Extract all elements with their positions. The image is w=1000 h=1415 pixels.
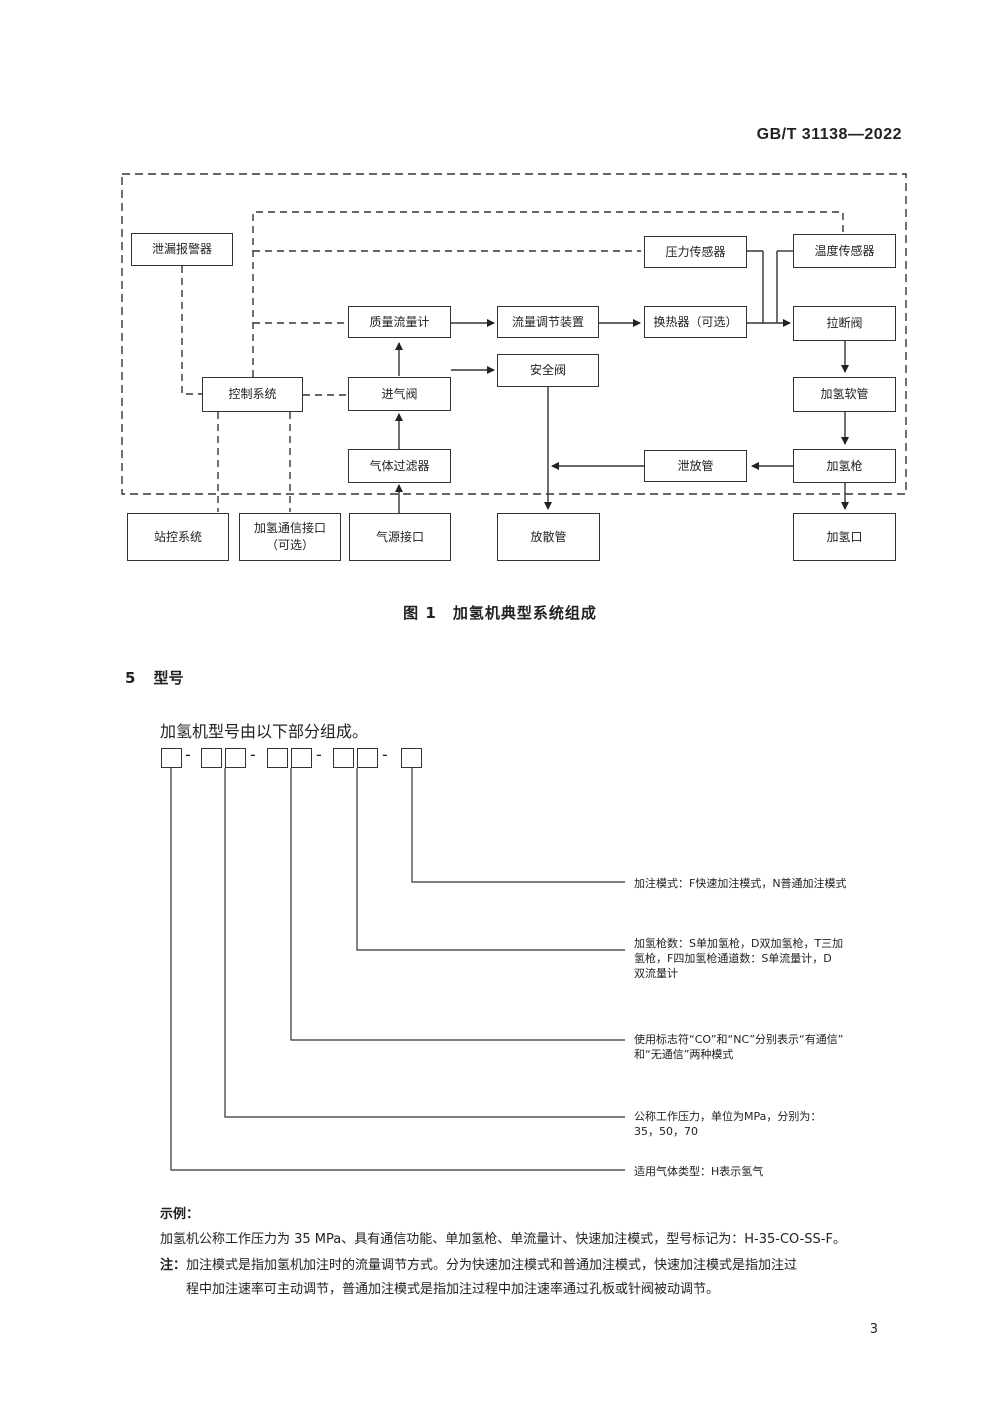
signal-line-temp — [252, 211, 844, 377]
comm-interface-box: 加氢通信接口 （可选） — [239, 513, 341, 561]
example-label: 示例： — [160, 1207, 200, 1222]
note-label: 注： — [160, 1258, 187, 1273]
leak-alarm-box: 泄漏报警器 — [131, 233, 233, 266]
code-box-comm-2 — [291, 748, 312, 768]
safety-valve-box: 安全阀 — [497, 354, 599, 387]
gas-source-interface-box: 气源接口 — [349, 513, 451, 561]
section-title: 型号 — [153, 669, 184, 687]
desc-pressure: 公称工作压力，单位为MPa，分别为： 35，50，70 — [634, 1109, 821, 1139]
control-system-box: 控制系统 — [202, 377, 303, 412]
standard-number: GB/T 31138—2022 — [756, 126, 902, 143]
comm-interface-optional-label: （可选） — [265, 538, 314, 552]
signal-line-leak — [181, 266, 202, 395]
gas-filter-box: 气体过滤器 — [348, 449, 451, 483]
model-intro: 加氢机型号由以下部分组成。 — [160, 722, 369, 741]
hydrogen-hose-box: 加氢软管 — [793, 377, 896, 412]
mass-flowmeter-box: 质量流量计 — [348, 306, 451, 338]
desc-gas-type: 适用气体类型：H表示氢气 — [634, 1165, 764, 1178]
heat-exchanger-box: 换热器（可选） — [644, 306, 747, 338]
desc-line: 35，50，70 — [634, 1125, 698, 1138]
comm-interface-label: 加氢通信接口 — [253, 521, 326, 535]
pressure-sensor-box: 压力传感器 — [644, 236, 747, 268]
desc-line: 和“无通信”两种模式 — [634, 1048, 734, 1061]
dispenser-boundary — [121, 173, 907, 495]
vent-pipe-box: 泄放管 — [644, 450, 747, 482]
inlet-valve-box: 进气阀 — [348, 377, 451, 411]
station-control-box: 站控系统 — [127, 513, 229, 561]
example-text: 加氢机公称工作压力为 35 MPa、具有通信功能、单加氢枪、单流量计、快速加注模… — [160, 1232, 846, 1247]
code-separator: - — [250, 745, 256, 764]
desc-nozzle-count: 加氢枪数：S单加氢枪，D双加氢枪，T三加 氢枪，F四加氢枪通道数：S单流量计，D… — [634, 936, 843, 981]
temperature-sensor-box: 温度传感器 — [793, 234, 896, 268]
desc-line: 双流量计 — [634, 967, 678, 980]
note-line-1: 加注模式是指加氢机加注时的流量调节方式。分为快速加注模式和普通加注模式，快速加注… — [186, 1258, 798, 1273]
nozzle-box: 加氢枪 — [793, 449, 896, 483]
note-line-2: 程中加注速率可主动调节，普通加注模式是指加注过程中加注速率通过孔板或针阀被动调节… — [186, 1282, 720, 1297]
breakaway-valve-box: 拉断阀 — [793, 306, 896, 341]
code-box-comm-1 — [267, 748, 288, 768]
code-box-pressure-2 — [225, 748, 246, 768]
desc-line: 使用标志符“CO”和“NC”分别表示“有通信” — [634, 1033, 844, 1046]
refueling-port-box: 加氢口 — [793, 513, 896, 561]
flow-regulator-box: 流量调节装置 — [497, 306, 599, 338]
figure-connectors — [121, 173, 907, 513]
code-box-nozzles-1 — [333, 748, 354, 768]
section-number: 5 — [125, 669, 136, 687]
code-box-nozzles-2 — [357, 748, 378, 768]
desc-fill-mode: 加注模式：F快速加注模式，N普通加注模式 — [634, 877, 847, 890]
desc-line: 氢枪，F四加氢枪通道数：S单流量计，D — [634, 952, 832, 965]
code-separator: - — [382, 745, 388, 764]
desc-communication: 使用标志符“CO”和“NC”分别表示“有通信” 和“无通信”两种模式 — [634, 1032, 843, 1062]
desc-line: 加氢枪数：S单加氢枪，D双加氢枪，T三加 — [634, 937, 844, 950]
figure-caption: 图 1 加氢机典型系统组成 — [403, 604, 597, 622]
code-box-pressure-1 — [201, 748, 222, 768]
page-number: 3 — [869, 1322, 878, 1337]
diffusion-pipe-box: 放散管 — [497, 513, 600, 561]
code-box-gas-type — [161, 748, 182, 768]
note: 注：加注模式是指加氢机加注时的流量调节方式。分为快速加注模式和普通加注模式，快速… — [160, 1254, 910, 1302]
section-heading: 5 型号 — [125, 667, 201, 688]
desc-line: 公称工作压力，单位为MPa，分别为： — [634, 1110, 822, 1123]
code-box-mode — [401, 748, 422, 768]
code-separator: - — [185, 745, 191, 764]
code-separator: - — [316, 745, 322, 764]
